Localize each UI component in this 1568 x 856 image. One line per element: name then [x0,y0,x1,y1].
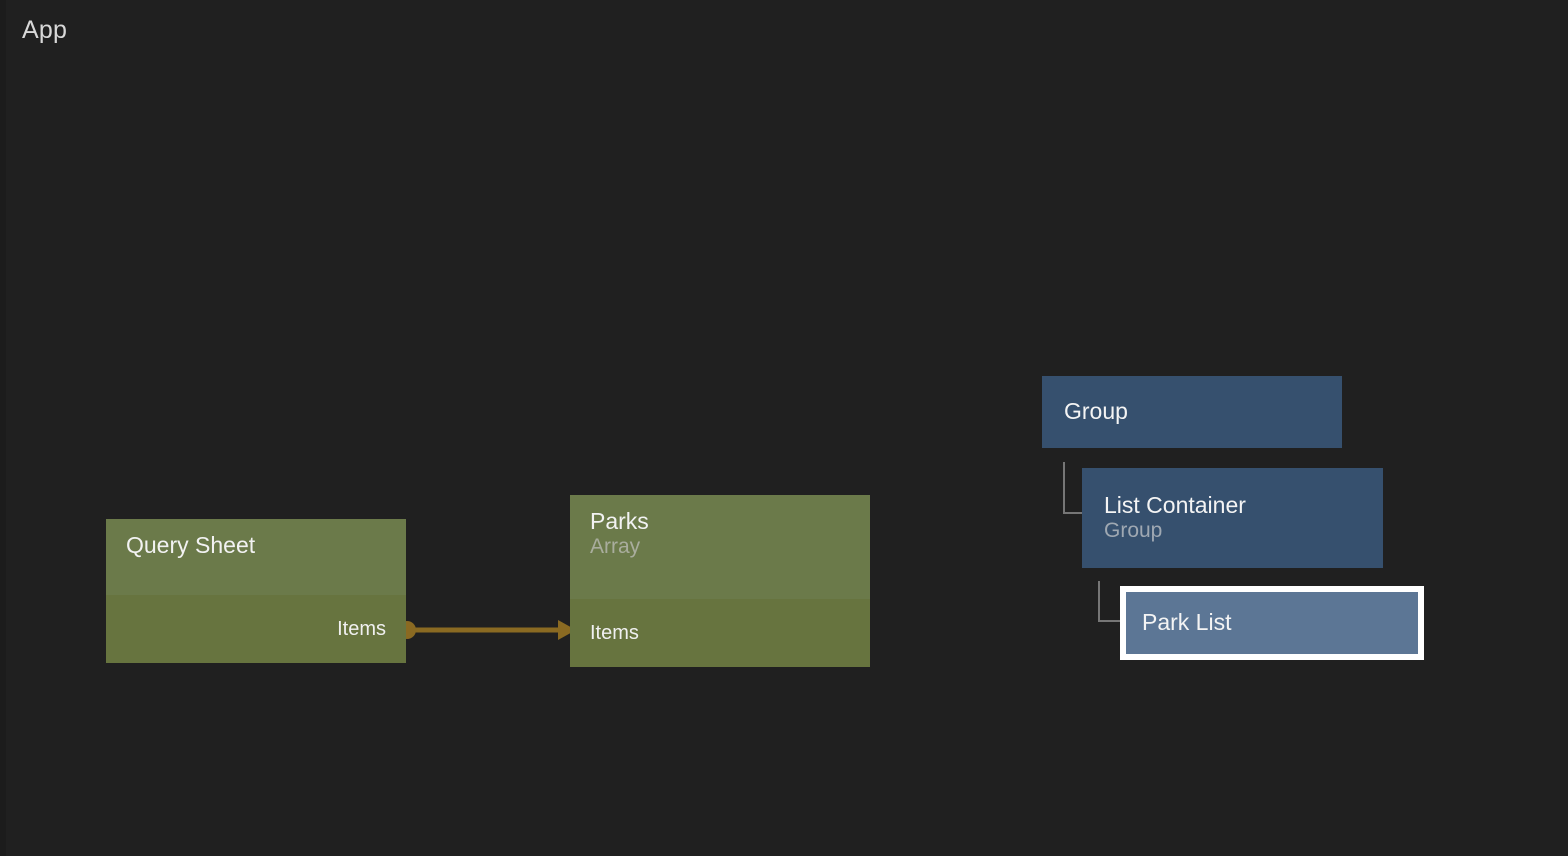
tree-connector-list-container-to-park-list [1098,581,1120,622]
page-title: App [22,16,68,44]
tree-node-group[interactable]: Group [1042,376,1342,448]
port-parks-items[interactable]: Items [570,622,870,645]
tree-node-list-container[interactable]: List Container Group [1082,468,1383,568]
tree-node-park-list[interactable]: Park List [1120,586,1424,660]
port-label: Items [337,617,386,640]
port-query-sheet-items[interactable]: Items [106,618,406,641]
node-query-sheet[interactable]: Query Sheet Items [106,519,406,663]
node-parks-header: Parks Array [570,495,870,599]
tree-node-group-title: Group [1064,398,1128,425]
tree-node-list-container-subtitle: Group [1104,518,1163,542]
edge-items-connection [398,620,576,640]
node-query-sheet-body: Items [106,595,406,663]
port-label: Items [590,621,639,644]
node-query-sheet-header: Query Sheet [106,519,406,595]
tree-connector-group-to-list-container [1063,462,1083,514]
node-parks-title: Parks [590,508,649,534]
node-parks-body: Items [570,599,870,667]
node-parks[interactable]: Parks Array Items [570,495,870,667]
tree-node-park-list-title: Park List [1142,609,1232,636]
node-query-sheet-title: Query Sheet [126,532,256,558]
node-parks-subtitle: Array [590,534,641,558]
tree-node-list-container-title: List Container [1104,492,1246,519]
